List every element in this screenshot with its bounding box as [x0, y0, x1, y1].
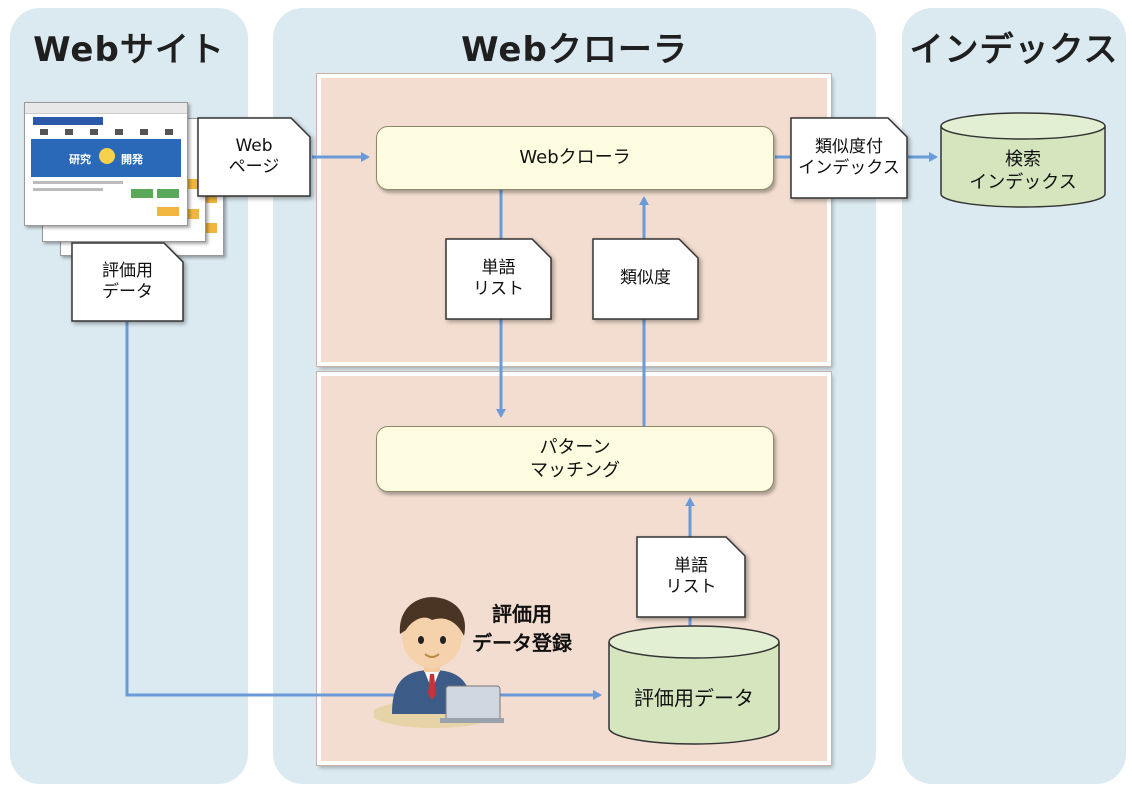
- doc-eval-data-label: 評価用 データ: [102, 260, 153, 302]
- website-thumbnail: 研究 開発: [24, 102, 188, 226]
- db-search-index: 検索 インデックス: [940, 112, 1106, 208]
- db-eval-data-label: 評価用データ: [634, 686, 754, 710]
- doc-word-list-bottom: 単語 リスト: [636, 536, 746, 618]
- process-pattern-matching: パターン マッチング: [376, 426, 774, 492]
- db-search-index-label: 検索 インデックス: [969, 149, 1077, 194]
- crawler-panel: [317, 74, 831, 366]
- doc-indexed-label: 類似度付 インデックス: [798, 136, 900, 178]
- process-web-crawler: Webクローラ: [376, 126, 774, 190]
- thumbnail-text-b: 開発: [121, 153, 143, 166]
- lane-title-index: インデックス: [909, 30, 1119, 70]
- person-at-laptop-icon: [374, 597, 504, 728]
- doc-similarity-label: 類似度: [620, 268, 671, 289]
- lane-title-crawler: Webクローラ: [461, 30, 688, 70]
- doc-word-list-bottom-label: 単語 リスト: [665, 555, 717, 597]
- doc-web-page-label: Web ページ: [228, 135, 280, 177]
- caption-eval-data-registration: 評価用 データ登録: [472, 602, 572, 655]
- doc-eval-data: 評価用 データ: [71, 242, 184, 322]
- doc-indexed-with-similarity: 類似度付 インデックス: [790, 117, 908, 199]
- db-eval-data: 評価用データ: [608, 625, 780, 745]
- doc-web-page: Web ページ: [197, 117, 311, 197]
- doc-word-list-top: 単語 リスト: [445, 238, 552, 320]
- doc-word-list-top-label: 単語 リスト: [473, 257, 524, 299]
- doc-similarity: 類似度: [592, 238, 699, 320]
- thumbnail-bulb-icon: [99, 148, 115, 164]
- thumbnail-text-a: 研究: [69, 153, 91, 166]
- lane-title-website: Webサイト: [33, 30, 225, 70]
